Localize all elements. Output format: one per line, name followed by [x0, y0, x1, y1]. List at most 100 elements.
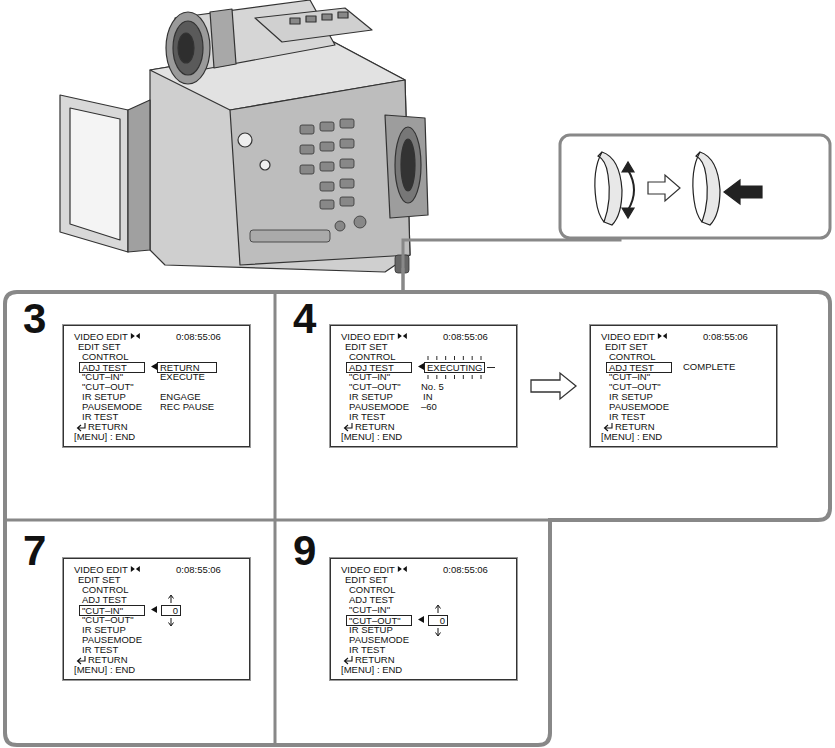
menu-item: IR SETUP	[349, 392, 393, 402]
menu-item: VIDEO EDIT	[74, 565, 128, 575]
menu-item: PAUSEMODE	[609, 402, 669, 412]
menu-item: IR SETUP	[82, 625, 126, 635]
menu-item: PAUSEMODE	[349, 635, 409, 645]
step-panel	[5, 292, 830, 745]
menu-item: "CUT–IN"	[349, 605, 390, 615]
menu-item: CONTROL	[82, 352, 128, 362]
menu-item: IR TEST	[609, 412, 645, 422]
return-icon	[345, 423, 353, 431]
menu-item: RETURN	[615, 422, 655, 432]
menu-item: CONTROL	[609, 352, 655, 362]
step-cell: 3VIDEO EDIT0:08:55:06EDIT SETCONTROLADJ …	[5, 292, 275, 520]
menu-screen: VIDEO EDIT 0:08:55:06EDIT SETCONTROLADJ T…	[63, 558, 250, 680]
menu-item: 0:08:55:06	[703, 332, 748, 342]
menu-item: RETURN	[88, 422, 128, 432]
menu-screen: VIDEO EDIT0:08:55:06EDIT SETCONTROLADJ T…	[590, 325, 777, 447]
menu-item: EDIT SET	[605, 342, 648, 352]
tape-icon	[131, 566, 140, 572]
menu-item: "CUT–OUT"	[609, 382, 661, 392]
menu-item: VIDEO EDIT	[341, 332, 395, 342]
menu-item: [MENU] : END	[341, 665, 402, 675]
step-number: 4	[293, 298, 316, 340]
menu-item: CONTROL	[349, 352, 395, 362]
tape-icon	[131, 333, 140, 339]
menu-item: PAUSEMODE	[349, 402, 409, 412]
menu-item: 0	[428, 615, 448, 626]
menu-item: "CUT–OUT"	[82, 615, 134, 625]
leader-line	[403, 238, 620, 292]
step-arrow	[648, 175, 680, 201]
menu-item: VIDEO EDIT	[341, 565, 395, 575]
step-number: 3	[23, 298, 46, 340]
tape-icon	[658, 333, 667, 339]
menu-item: EXECUTING	[424, 362, 485, 373]
pointer-triangle	[418, 616, 424, 623]
menu-item: EDIT SET	[78, 342, 121, 352]
menu-item: "CUT–IN"	[82, 372, 123, 382]
menu-item: ADJ TEST	[82, 595, 127, 605]
menu-item: EDIT SET	[345, 575, 388, 585]
menu-item: CONTROL	[349, 585, 395, 595]
menu-item: IR TEST	[349, 412, 385, 422]
menu-item: IN	[423, 392, 433, 402]
panel-divider	[5, 292, 550, 745]
menu-item: "CUT–IN"	[609, 372, 650, 382]
step-cell: 7VIDEO EDIT 0:08:55:06EDIT SETCONTROLADJ …	[5, 520, 275, 745]
menu-item: ADJ TEST	[349, 595, 394, 605]
menu-item: IR SETUP	[609, 392, 653, 402]
step-cell: 9VIDEO EDIT 0:08:55:06EDIT SETCONTROLADJ …	[275, 520, 550, 745]
menu-item: EDIT SET	[78, 575, 121, 585]
menu-item: –60	[421, 402, 437, 412]
menu-item: No. 5	[421, 382, 444, 392]
menu-item: COMPLETE	[683, 362, 735, 372]
tape-icon	[398, 566, 407, 572]
menu-item: VIDEO EDIT	[601, 332, 655, 342]
pointer-triangle	[151, 606, 157, 613]
control-buttons	[250, 119, 409, 273]
return-icon	[605, 423, 613, 431]
menu-item: IR TEST	[82, 645, 118, 655]
inset-frame	[560, 135, 830, 238]
menu-item: 0:08:55:06	[176, 565, 221, 575]
return-icon	[78, 423, 86, 431]
menu-item: RETURN	[355, 422, 395, 432]
dial-press	[693, 152, 762, 225]
dial-turn	[595, 152, 634, 225]
menu-item: RETURN	[355, 655, 395, 665]
menu-item: [MENU] : END	[74, 432, 135, 442]
menu-item: 0:08:55:06	[443, 332, 488, 342]
menu-item: IR SETUP	[349, 625, 393, 635]
step-number: 9	[293, 530, 316, 572]
menu-item: PAUSEMODE	[82, 402, 142, 412]
menu-item: 0:08:55:06	[176, 332, 221, 342]
menu-item: IR SETUP	[82, 392, 126, 402]
menu-item: EDIT SET	[345, 342, 388, 352]
menu-item: [MENU] : END	[601, 432, 662, 442]
menu-item: CONTROL	[82, 585, 128, 595]
menu-item: VIDEO EDIT	[74, 332, 128, 342]
menu-screen: VIDEO EDIT0:08:55:06EDIT SETCONTROLADJ T…	[330, 325, 517, 447]
camcorder	[60, 0, 428, 272]
menu-item: "CUT–OUT"	[349, 382, 401, 392]
step-cell: 4VIDEO EDIT0:08:55:06EDIT SETCONTROLADJ …	[275, 292, 830, 520]
menu-screen: VIDEO EDIT0:08:55:06EDIT SETCONTROLADJ T…	[63, 325, 250, 447]
step-number: 7	[23, 530, 46, 572]
menu-item: [MENU] : END	[341, 432, 402, 442]
tape-icon	[398, 333, 407, 339]
return-icon	[345, 656, 353, 664]
menu-item: ENGAGE	[160, 392, 201, 402]
menu-item: 0	[161, 605, 181, 616]
menu-item: IR TEST	[349, 645, 385, 655]
menu-item: "CUT–OUT"	[82, 382, 134, 392]
menu-item: "CUT–IN"	[349, 372, 390, 382]
step-arrow	[531, 373, 576, 399]
menu-item: 0:08:55:06	[443, 565, 488, 575]
menu-item: PAUSEMODE	[82, 635, 142, 645]
menu-item: [MENU] : END	[74, 665, 135, 675]
menu-item: RETURN	[88, 655, 128, 665]
menu-item: REC PAUSE	[160, 402, 214, 412]
menu-item: EXECUTE	[160, 372, 205, 382]
menu-screen: VIDEO EDIT 0:08:55:06EDIT SETCONTROLADJ T…	[330, 558, 517, 680]
return-icon	[78, 656, 86, 664]
